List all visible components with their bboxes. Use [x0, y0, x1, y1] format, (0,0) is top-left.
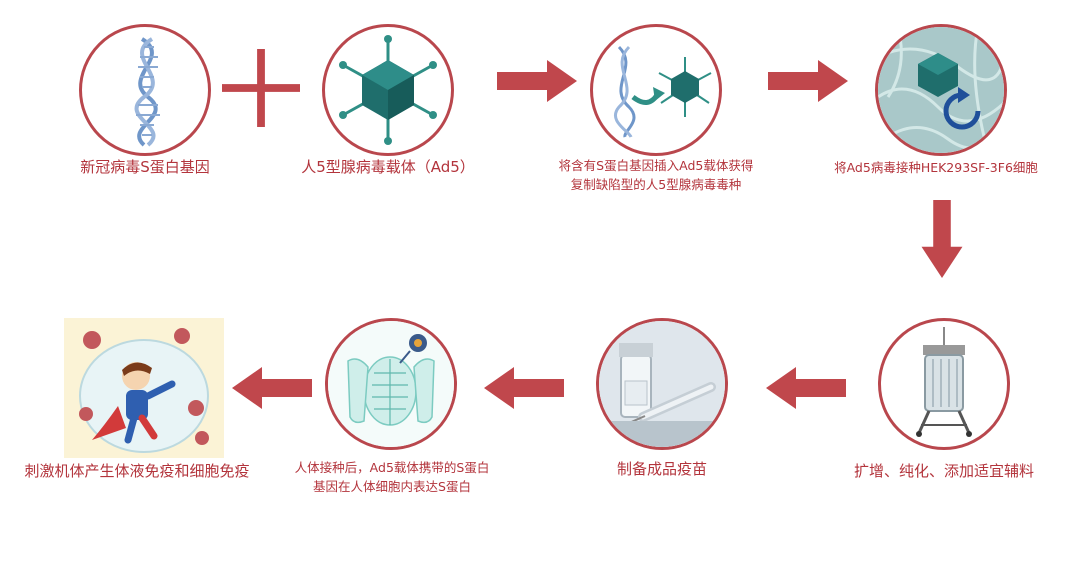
arrow-right-icon [768, 60, 848, 102]
step-1-label: 新冠病毒S蛋白基因 [80, 158, 210, 176]
step-8-image [64, 318, 224, 458]
step-2-label: 人5型腺病毒载体（Ad5） [301, 158, 475, 176]
arrow-left-icon [766, 367, 846, 409]
step-3-label-line1: 将含有S蛋白基因插入Ad5载体获得 [558, 158, 754, 173]
arrow-left-icon [232, 367, 312, 409]
superhero-immunity-icon [79, 328, 209, 453]
step-6-label: 制备成品疫苗 [616, 460, 707, 478]
bioreactor-icon [916, 327, 972, 437]
step-7-label-line1: 人体接种后，Ad5载体携带的S蛋白 [294, 460, 490, 475]
arrow-left-icon [484, 367, 564, 409]
adenovirus-icon [339, 35, 437, 145]
step-3-label-line2: 复制缺陷型的人5型腺病毒毒种 [570, 177, 742, 193]
human-body-icon [328, 321, 454, 447]
step-8-label: 刺激机体产生体液免疫和细胞免疫 [24, 462, 250, 480]
step-4-circle [875, 24, 1007, 156]
step-2-circle [322, 24, 454, 156]
vaccine-vial-icon [599, 321, 725, 447]
step-3-label: 将含有S蛋白基因插入Ad5载体获得 复制缺陷型的人5型腺病毒毒种 [540, 156, 772, 195]
cell-culture-icon [878, 27, 1004, 153]
step-7-label-line2: 基因在人体细胞内表达S蛋白 [313, 479, 471, 495]
step-5-label: 扩增、纯化、添加适宜辅料 [853, 462, 1034, 480]
arrow-down-icon [921, 200, 963, 278]
step-7-circle [325, 318, 457, 450]
step-5-circle [878, 318, 1010, 450]
plus-icon [222, 49, 300, 127]
step-4-label: 将Ad5病毒接种HEK293SF-3F6细胞 [834, 160, 1038, 175]
step-3-circle [590, 24, 722, 156]
step-7-label: 人体接种后，Ad5载体携带的S蛋白 基因在人体细胞内表达S蛋白 [272, 458, 512, 497]
step-1-circle [79, 24, 211, 156]
step-6-circle [596, 318, 728, 450]
arrow-right-icon [497, 60, 577, 102]
dna-icon [134, 37, 160, 147]
gene-insertion-icon [614, 45, 712, 138]
